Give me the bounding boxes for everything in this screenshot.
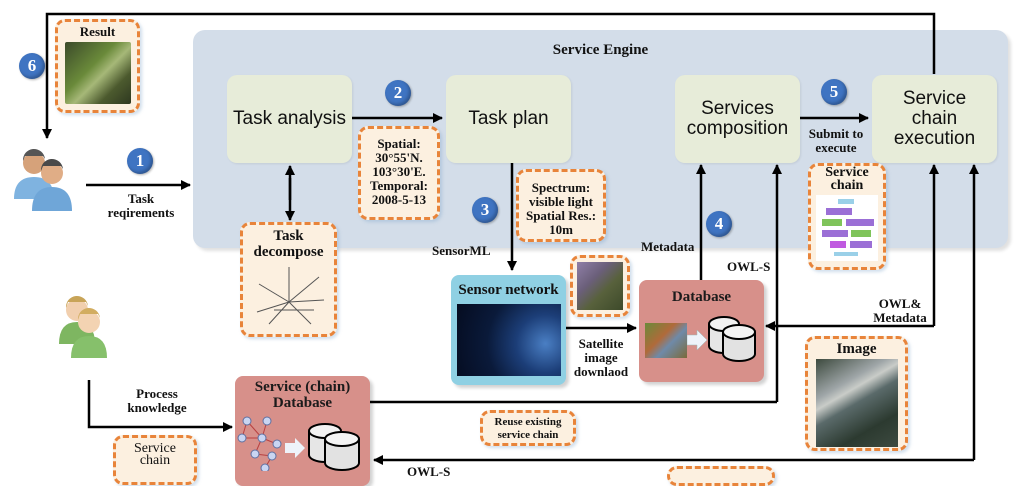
spatial-temporal-note: Spatial: 30°55'N. 103°30'E. Temporal: 20… [358,126,440,220]
result-image [64,42,131,104]
sensorml-label: SensorML [432,243,491,258]
service-chain-model-note: Service chain [113,435,197,485]
service-chain-note: Service chain [808,163,886,270]
image-label: Image [836,341,877,357]
step-badge-5: 5 [821,79,847,105]
sensor-network-label: Sensor network [458,282,559,298]
bottom-cut-note [667,466,775,486]
satellite-image-note [570,255,630,317]
service-chain-label: Service chain [825,165,869,193]
task-plan-box[interactable]: Task plan [446,75,571,163]
expert-group-icon [59,295,107,358]
connector-lines [42,12,979,465]
result-label: Result [79,24,116,39]
satellite-constellation-image [456,304,561,376]
task-decompose-note: Task decompose [240,222,337,337]
owl-metadata-label: OWL& Metadata [873,296,927,325]
database-label: Database [671,289,732,305]
owl-s-bottom-label: OWL-S [407,464,451,479]
task-decompose-label: Task decompose [253,228,324,260]
service-chain-database-label: Service (chain) Database [254,379,351,411]
image-note: Image [805,336,908,451]
step-badge-2: 2 [385,80,411,106]
database-box[interactable]: Database [639,280,764,382]
metadata-label: Metadata [641,239,695,254]
user-group-icon [14,148,72,211]
result-note: Result [55,19,140,113]
image-thumb [815,359,898,447]
decompose-graph-icon [256,267,324,325]
owl-s-label: OWL-S [727,259,771,274]
service-network-graph-icon [237,416,282,471]
satellite-download-label: Satellite image downlaod [573,336,629,379]
step-badge-3: 3 [472,197,498,223]
submit-to-execute-label: Submit to execute [808,126,864,155]
service-chain-execution-box[interactable]: Service chain execution [872,75,997,163]
arrow-right-icon [285,438,305,458]
step-badge-1: 1 [127,148,153,174]
sensor-network-box[interactable]: Sensor network [451,275,566,385]
satellite-image-thumb [577,262,623,310]
step-badge-4: 4 [706,211,732,237]
service-engine-title: Service Engine [552,42,649,58]
process-knowledge-label: Process knowledge [127,386,187,415]
services-composition-box[interactable]: Services composition [675,75,800,163]
service-chain-database-box[interactable]: Service (chain) Database [235,376,370,486]
task-requirements-label: Task reqirements [107,191,175,220]
database-cylinder-icon [708,316,756,362]
result-loop-arrow [42,12,936,139]
service-chain-flowchart [816,195,878,261]
process-knowledge-arrow [87,380,233,432]
database-cylinder-icon [308,423,360,471]
spectrum-note: Spectrum: visible light Spatial Res.: 10… [516,169,606,242]
reuse-service-chain-note: Reuse existing service chain [480,410,576,446]
step-badge-6: 6 [19,53,45,79]
task-analysis-box[interactable]: Task analysis [227,75,352,163]
arrow-right-icon [687,330,707,350]
database-image-thumb [645,323,687,358]
